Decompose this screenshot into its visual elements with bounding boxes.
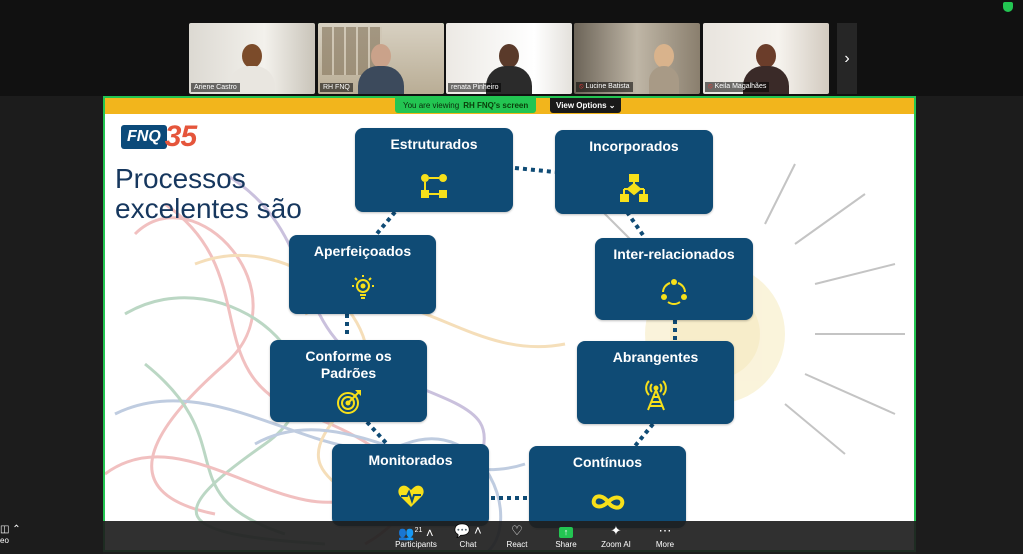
card-estruturados: Estruturados [355, 128, 513, 212]
participant-name: ⦸Keila Magalhães [705, 82, 770, 92]
target-icon [336, 390, 361, 414]
meeting-toolbar: 👥21 ˄ Participants 💬 ˄ Chat ♡ React ↑ Sh… [103, 521, 916, 554]
viewing-banner: You are viewing RH FNQ's screen [395, 98, 537, 113]
participant-tile-4[interactable]: ⦸Keila Magalhães [703, 23, 829, 94]
participant-name: renata Pinheiro [448, 83, 502, 92]
participant-name: ⦸Lucine Batista [576, 82, 633, 92]
zoom-ai-button[interactable]: ✦ Zoom AI [594, 523, 638, 549]
security-shield-icon[interactable] [1003, 2, 1013, 12]
participant-gallery: Ariene Castro RH FNQ renata Pinheiro ⦸Lu… [0, 0, 1023, 96]
card-incorporados: Incorporados [555, 130, 713, 214]
hierarchy-icon [620, 174, 648, 202]
participant-video [358, 44, 404, 94]
video-toggle-partial[interactable]: ◫ ⌃ eo [0, 524, 21, 545]
antenna-icon [644, 380, 667, 411]
next-page-chevron-icon[interactable]: › [837, 23, 857, 94]
heartbeat-icon [397, 485, 424, 507]
participant-name: RH FNQ [320, 83, 353, 92]
react-button[interactable]: ♡ React [495, 523, 539, 549]
flowchart-arrows-icon [421, 174, 447, 198]
more-dots-icon: ⋯ [658, 523, 672, 538]
heart-icon: ♡ [511, 523, 523, 538]
view-options-button[interactable]: View Options ⌄ [550, 98, 622, 113]
card-conforme-padroes: Conforme os Padrões [270, 340, 427, 422]
card-monitorados: Monitorados [332, 444, 489, 526]
participants-button[interactable]: 👥21 ˄ Participants [394, 523, 438, 549]
sparkle-icon: ✦ [610, 523, 622, 538]
muted-mic-icon: ⦸ [579, 83, 584, 90]
viewing-owner: RH FNQ's screen [463, 101, 529, 110]
more-button[interactable]: ⋯ More [643, 523, 687, 549]
share-screen-icon: ↑ [544, 523, 588, 540]
participant-tile-2[interactable]: renata Pinheiro [446, 23, 572, 94]
chat-icon: 💬 ˄ [454, 523, 482, 538]
share-button[interactable]: ↑ Share [544, 523, 588, 549]
shared-screen: You are viewing RH FNQ's screen View Opt… [103, 96, 916, 552]
participant-video [649, 44, 679, 94]
chat-button[interactable]: 💬 ˄ Chat [446, 523, 490, 549]
card-inter-relacionados: Inter-relacionados [595, 238, 753, 320]
participant-name: Ariene Castro [191, 83, 240, 92]
participant-tile-0[interactable]: Ariene Castro [189, 23, 315, 94]
participant-tile-1[interactable]: RH FNQ [318, 23, 444, 94]
fnq-35-logo: FNQ 35 [121, 120, 197, 154]
card-aperfeicoados: Aperfeiçoados [289, 235, 436, 314]
viewing-text: You are viewing [403, 101, 460, 110]
muted-mic-icon: ⦸ [708, 83, 713, 90]
card-connectors [345, 166, 677, 500]
camera-icon: ◫ ⌃ [0, 524, 21, 535]
participants-icon: 👥21 ˄ [398, 525, 434, 541]
cycle-arrows-icon [661, 279, 687, 305]
slide-title: Processos excelentes são [115, 163, 302, 224]
infinity-icon [591, 494, 624, 510]
card-continuos: Contínuos [529, 446, 686, 528]
card-abrangentes: Abrangentes [577, 341, 734, 424]
lightbulb-icon [351, 275, 374, 299]
participant-tile-3[interactable]: ⦸Lucine Batista [574, 23, 700, 94]
